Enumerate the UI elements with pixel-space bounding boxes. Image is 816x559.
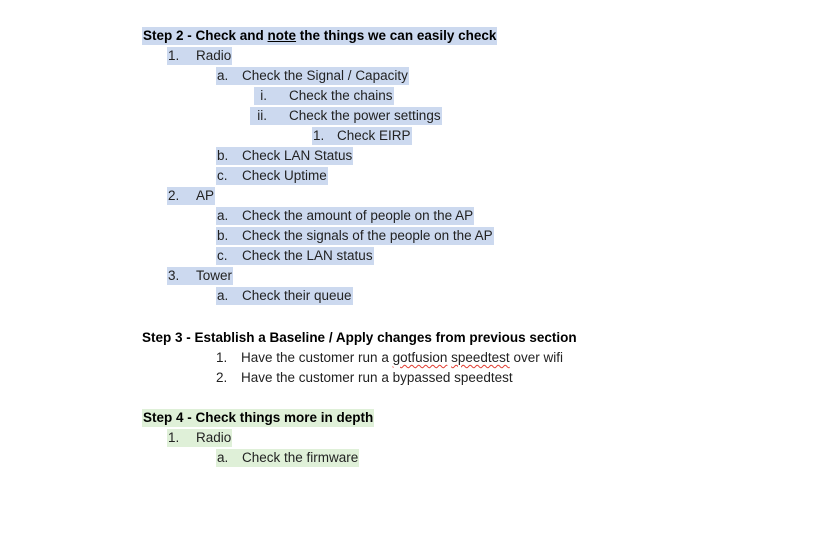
text-segment: over wifi — [509, 350, 563, 365]
heading-underlined-word: note — [267, 28, 297, 43]
list-item: ii. Check the power settings — [250, 106, 442, 126]
list-item: a. Check the Signal / Capacity — [216, 66, 409, 86]
heading-text: Step 4 - Check things more in depth — [142, 409, 375, 427]
misspelled-word: speedtest — [451, 350, 510, 365]
list-item-label: Radio — [196, 48, 232, 63]
list-item: b. Check the signals of the people on the… — [216, 226, 494, 246]
list-item-label: Check their queue — [242, 288, 352, 303]
heading-prefix: Step 2 - Check and — [143, 28, 268, 43]
list-item: 2. Have the customer run a bypassed speed… — [216, 368, 513, 388]
text-segment: Have the customer run a — [241, 350, 393, 365]
list-item: a. Check the firmware — [216, 448, 360, 468]
list-marker: a. — [217, 68, 229, 83]
list-item-label: Radio — [196, 430, 232, 445]
list-item: 1. Radio — [167, 428, 233, 448]
list-item-label: Check the firmware — [242, 450, 359, 465]
list-item: 1. Radio — [167, 46, 233, 66]
list-item-label: Check EIRP — [337, 128, 411, 143]
list-marker: ii. — [257, 108, 267, 123]
list-marker: 2. — [216, 370, 228, 385]
section-heading-step-2: Step 2 - Check and note the things we ca… — [142, 26, 498, 46]
list-item-label: Check the Signal / Capacity — [242, 68, 408, 83]
list-item: a. Check their queue — [216, 286, 353, 306]
list-marker: c. — [217, 168, 228, 183]
list-marker: i. — [260, 88, 267, 103]
list-marker: b. — [217, 148, 229, 163]
section-heading-step-3: Step 3 - Establish a Baseline / Apply ch… — [142, 328, 577, 348]
list-item-label: Check the LAN status — [242, 248, 373, 263]
list-marker: a. — [217, 208, 229, 223]
list-marker: 1. — [168, 48, 180, 63]
heading-text: Step 3 - Establish a Baseline / Apply ch… — [142, 330, 577, 345]
list-item: c. Check Uptime — [216, 166, 328, 186]
list-marker: c. — [217, 248, 228, 263]
section-heading-step-4: Step 4 - Check things more in depth — [142, 408, 375, 428]
list-marker: b. — [217, 228, 229, 243]
list-item-label: Have the customer run a gotfusion speedt… — [241, 348, 563, 368]
list-item: b. Check LAN Status — [216, 146, 354, 166]
list-item-label: Check the power settings — [289, 108, 441, 123]
list-item: i. Check the chains — [254, 86, 394, 106]
list-marker: 2. — [168, 188, 180, 203]
list-marker: 3. — [168, 268, 180, 283]
heading-suffix: the things we can easily check — [296, 28, 497, 43]
list-item: a. Check the amount of people on the AP — [216, 206, 475, 226]
list-item: 1. Have the customer run a gotfusion spee… — [216, 348, 563, 368]
list-item-label: Check the signals of the people on the A… — [242, 228, 493, 243]
list-marker: 1. — [168, 430, 180, 445]
list-item: 2. AP — [167, 186, 216, 206]
list-marker: 1. — [216, 350, 228, 365]
list-item: 3. Tower — [167, 266, 234, 286]
list-item: 1. Check EIRP — [312, 126, 412, 146]
misspelled-word: gotfusion — [392, 350, 448, 365]
list-item-label: Have the customer run a bypassed speedte… — [241, 370, 513, 385]
list-item-label: Check Uptime — [242, 168, 327, 183]
list-item-label: AP — [196, 188, 215, 203]
list-marker: 1. — [313, 128, 325, 143]
list-item-label: Check LAN Status — [242, 148, 353, 163]
list-marker: a. — [217, 450, 229, 465]
list-item-label: Check the chains — [289, 88, 393, 103]
list-item-label: Check the amount of people on the AP — [242, 208, 474, 223]
list-marker: a. — [217, 288, 229, 303]
list-item: c. Check the LAN status — [216, 246, 374, 266]
list-item-label: Tower — [196, 268, 233, 283]
